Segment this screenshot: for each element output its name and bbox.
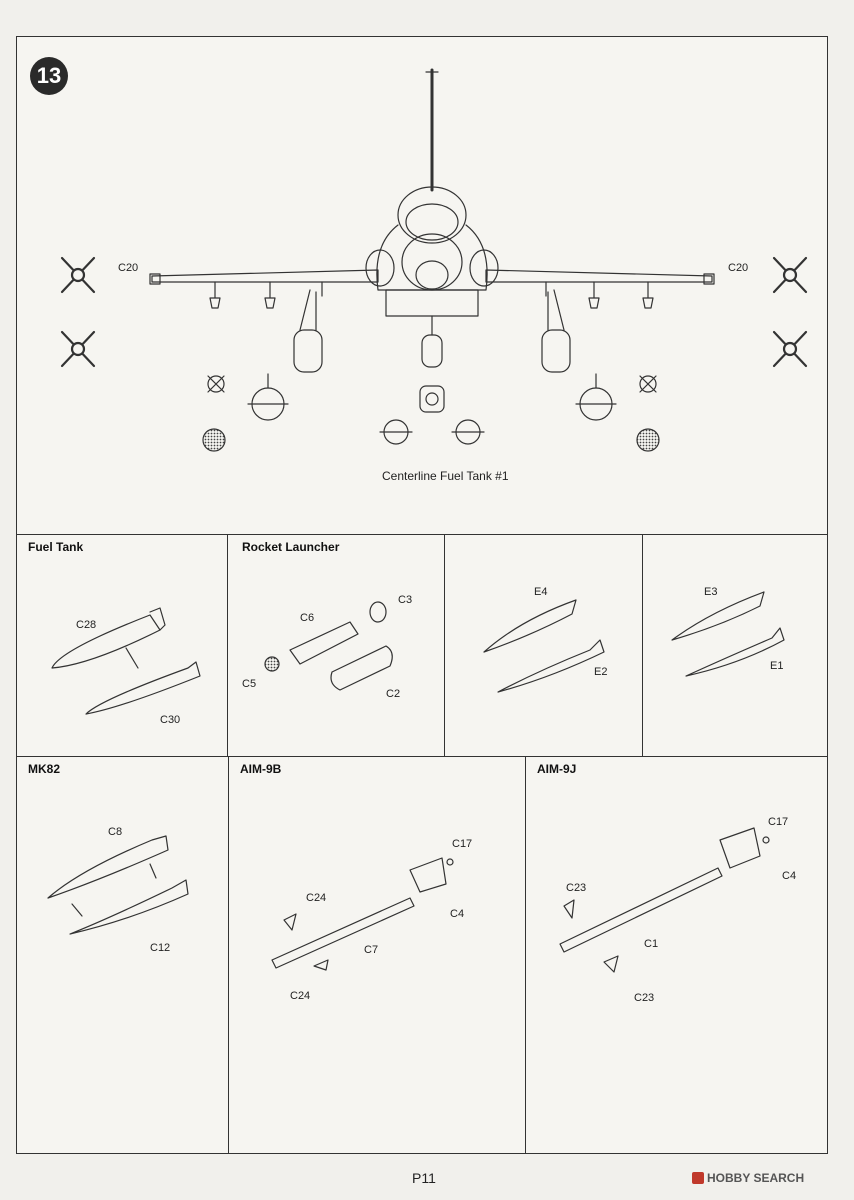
aim9j-title: AIM-9J	[537, 762, 577, 776]
part-label-e3: E3	[704, 586, 718, 598]
mk82-drawing	[47, 835, 189, 935]
hobby-search-logo-icon	[692, 1172, 704, 1184]
divider-v5	[525, 756, 526, 1154]
part-label-e2: E2	[594, 666, 608, 678]
part-label-c1: C1	[644, 938, 659, 950]
divider-v3	[642, 534, 643, 756]
part-label-c12: C12	[150, 942, 171, 954]
rocket-launcher-title: Rocket Launcher	[242, 540, 340, 554]
part-label-c20-left: C20	[118, 262, 139, 274]
aircraft-front-view	[149, 68, 715, 373]
part-label-c17-aim9j: C17	[768, 816, 789, 828]
part-label-c8: C8	[108, 826, 123, 838]
part-label-c4-aim9b: C4	[450, 908, 465, 920]
part-label-c17-aim9b: C17	[452, 838, 473, 850]
divider-top	[16, 534, 828, 535]
part-label-c4-aim9j: C4	[782, 870, 797, 882]
aim9j-drawing	[559, 827, 770, 973]
centerline-fuel-tank-caption: Centerline Fuel Tank #1	[382, 469, 509, 483]
part-label-c28: C28	[76, 619, 97, 631]
tank-e3-e1-drawing	[671, 591, 785, 677]
watermark: HOBBY SEARCH	[692, 1171, 804, 1185]
pylon-rack-left-top	[60, 256, 96, 294]
page-number: P11	[412, 1170, 436, 1186]
mk82-title: MK82	[28, 762, 61, 776]
divider-v2	[444, 534, 445, 756]
part-label-c23-lower: C23	[634, 992, 655, 1004]
fuel-tank-title: Fuel Tank	[28, 540, 84, 554]
divider-v1	[227, 534, 228, 756]
part-label-e4: E4	[534, 586, 548, 598]
divider-middle	[16, 756, 828, 757]
pylon-rack-right-top	[772, 256, 808, 294]
part-label-e1: E1	[770, 660, 784, 672]
aim9b-drawing	[271, 857, 454, 971]
divider-v4	[228, 756, 229, 1154]
tank-e4-e2-drawing	[483, 599, 605, 693]
rocket-pod-face-right	[636, 428, 660, 452]
aim9b-title: AIM-9B	[240, 762, 282, 776]
stores-front-view	[207, 373, 657, 445]
part-label-c3: C3	[398, 594, 413, 606]
pylon-rack-left-bottom	[60, 330, 96, 368]
part-label-c23-upper: C23	[566, 882, 587, 894]
step-number-badge: 13	[30, 57, 68, 95]
part-label-c24-upper: C24	[306, 892, 327, 904]
part-label-c20-right: C20	[728, 262, 749, 274]
fuel-tank-drawing	[51, 607, 201, 715]
part-label-c5: C5	[242, 678, 257, 690]
watermark-text: HOBBY SEARCH	[707, 1171, 805, 1185]
instruction-frame	[16, 36, 828, 1154]
part-label-c6: C6	[300, 612, 315, 624]
part-label-c2: C2	[386, 688, 401, 700]
rocket-pod-face-left	[202, 428, 226, 452]
part-label-c30: C30	[160, 714, 181, 726]
rocket-launcher-drawing	[264, 601, 393, 691]
part-label-c7: C7	[364, 944, 379, 956]
pylon-rack-right-bottom	[772, 330, 808, 368]
part-label-c24-lower: C24	[290, 990, 311, 1002]
